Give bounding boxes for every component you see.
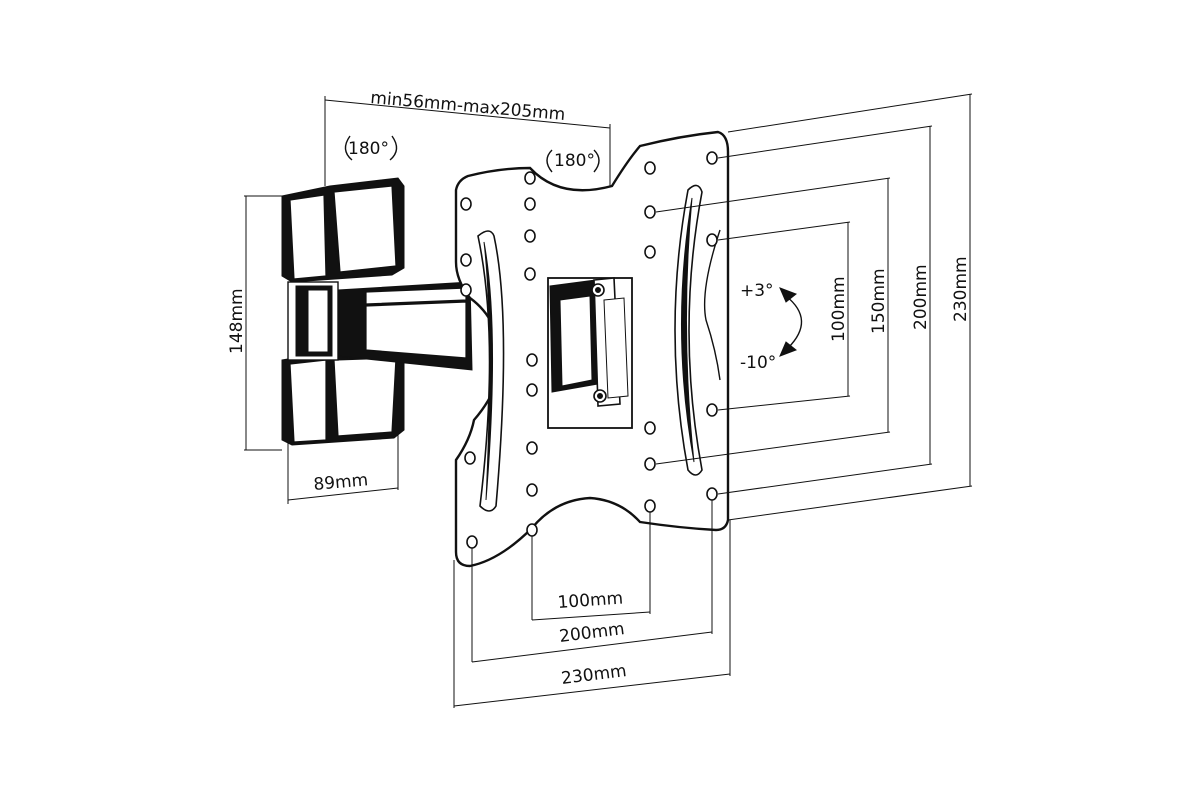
wall-width-label: 89mm (313, 470, 369, 495)
tilt-down-label: -10° (740, 353, 776, 373)
arm-extension-label: min56mm-max205mm (370, 88, 567, 125)
dimension-lines (244, 93, 973, 708)
vesa-vertical-230-label: 230mm (951, 256, 971, 322)
vesa-vertical-100-label: 100mm (829, 276, 849, 342)
swivel-right-label: 180° (554, 151, 595, 171)
vesa-horizontal-100-label: 100mm (557, 588, 624, 613)
vesa-vertical-200-label: 200mm (911, 264, 931, 330)
vesa-horizontal-230-label: 230mm (560, 661, 628, 689)
swivel-left-label: 180° (348, 139, 389, 159)
vesa-horizontal-200-label: 200mm (558, 619, 626, 647)
vesa-plate (454, 130, 730, 568)
swivel-arrows (344, 135, 600, 173)
wall-height-label: 148mm (227, 288, 247, 354)
tilt-arrow (779, 287, 803, 357)
vesa-vertical-150-label: 150mm (869, 268, 889, 334)
mounting-holes (460, 151, 718, 549)
wall-bracket (281, 177, 473, 446)
tilt-up-label: +3° (740, 281, 774, 301)
